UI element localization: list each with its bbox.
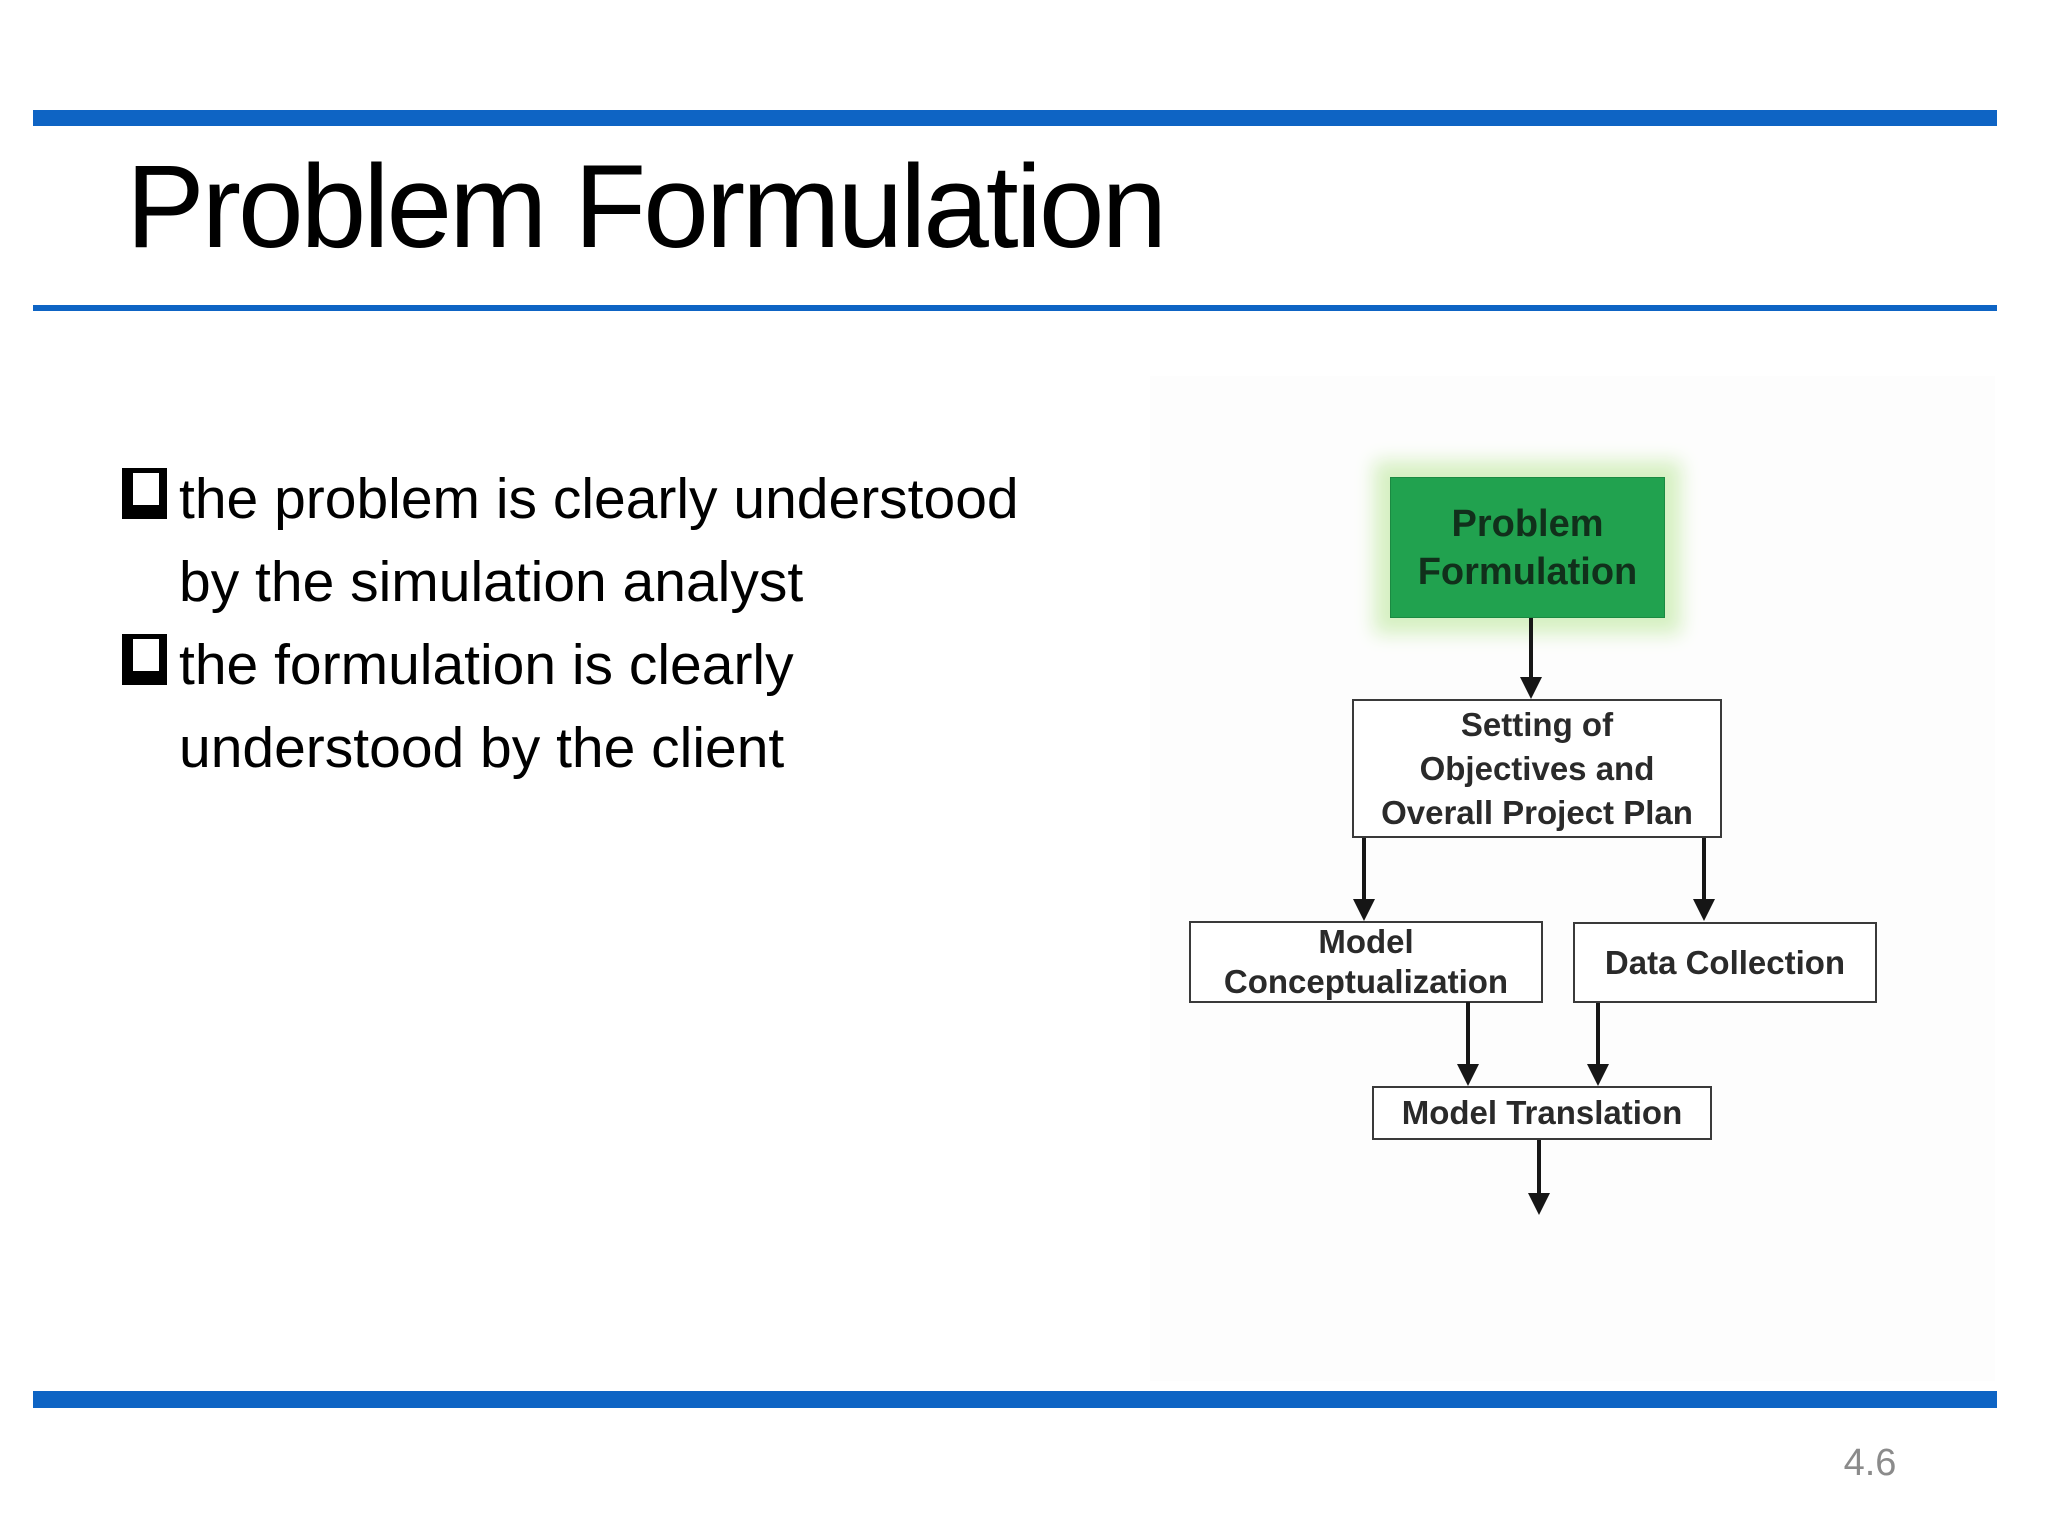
flow-node-label-line: Overall Project Plan [1381,793,1693,831]
flow-node-setting-objectives: Setting of Objectives and Overall Projec… [1352,699,1722,838]
checkbox-bullet-icon [122,468,167,519]
flow-node-label-line: Formulation [1417,550,1638,593]
top-accent-bar [33,110,1997,126]
flow-node-model-conceptualization: Model Conceptualization [1189,921,1543,1003]
flow-node-label-line: Model Translation [1401,1094,1683,1131]
flow-node-label-line: Objectives and [1419,749,1655,787]
arrowhead-icon [1528,1193,1550,1215]
flowchart: Problem Formulation Setting of Objective… [1150,376,1995,1381]
bullet-item: the problem is clearly understood by the… [122,458,1122,624]
bullet-line: understood by the client [179,716,785,780]
bullet-text: the formulation is clearly understood by… [179,624,794,790]
checkbox-bullet-icon [122,634,167,685]
flow-arrow-data-collection-to-translation [1596,1003,1600,1065]
flow-node-model-translation: Model Translation [1372,1086,1712,1140]
flow-arrow-translation-down [1537,1140,1541,1194]
arrowhead-icon [1353,899,1375,921]
flow-arrow-model-concept-to-translation [1466,1002,1470,1065]
arrowhead-icon [1693,899,1715,921]
title-divider [33,305,1997,311]
flow-node-label-line: Setting of [1460,705,1614,743]
arrowhead-icon [1457,1064,1479,1086]
flow-node-label-line: Conceptualization [1223,963,1509,1000]
flow-node-label-line: Data Collection [1604,943,1846,981]
flow-node-label-line: Problem [1451,502,1604,545]
page-number: 4.6 [1843,1442,1897,1484]
bullet-line: the formulation is clearly [179,633,794,697]
bullet-text: the problem is clearly understood by the… [179,458,1019,624]
bullet-line: by the simulation analyst [179,550,804,614]
bullet-line: the problem is clearly understood [179,467,1019,531]
flow-node-problem-formulation: Problem Formulation [1390,477,1665,618]
arrowhead-icon [1587,1064,1609,1086]
bottom-accent-bar [33,1391,1997,1408]
bullet-item: the formulation is clearly understood by… [122,624,1122,790]
arrowhead-icon [1520,677,1542,699]
page-title: Problem Formulation [126,141,1167,273]
flow-node-data-collection: Data Collection [1573,922,1877,1003]
flow-arrow-problem-to-setting [1529,618,1533,678]
flow-arrow-setting-to-data-collection [1702,838,1706,900]
flow-arrow-setting-to-model-concept [1362,838,1366,900]
bullet-list: the problem is clearly understood by the… [122,458,1122,790]
flow-node-label-line: Model [1318,923,1414,960]
